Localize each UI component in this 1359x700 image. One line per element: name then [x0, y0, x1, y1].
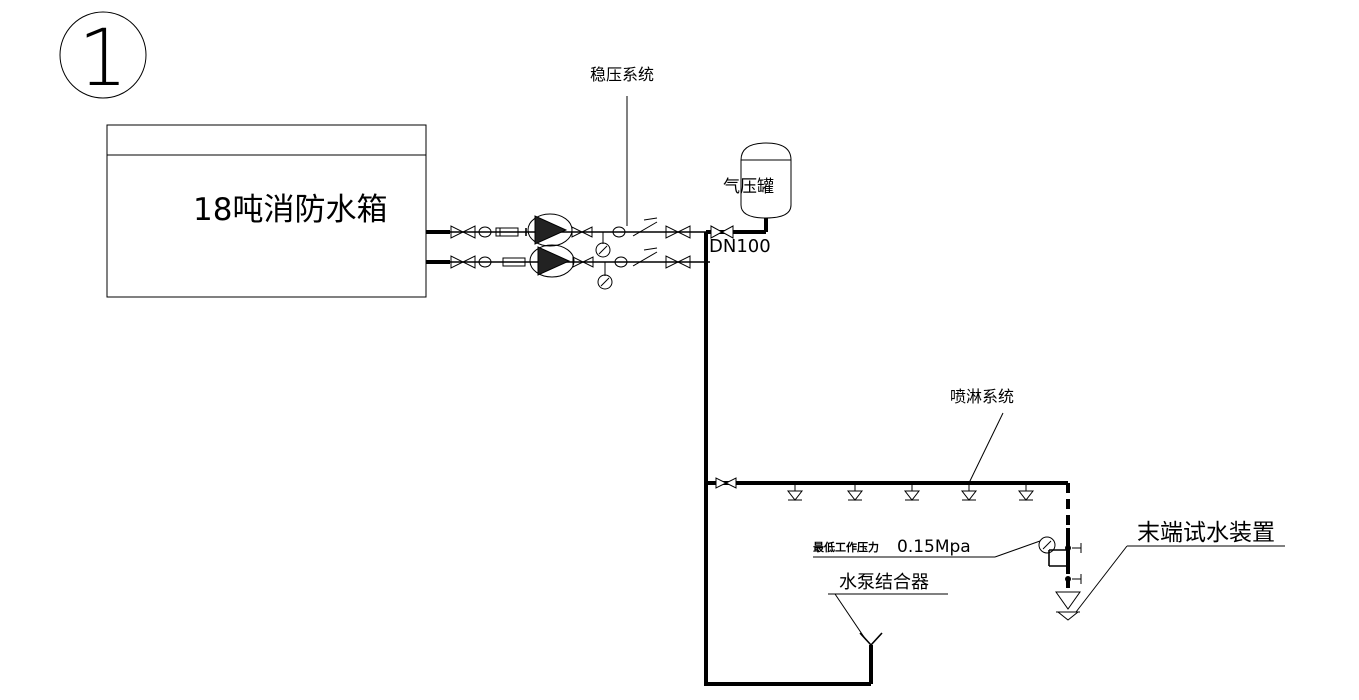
- sprinkler-head-3: [903, 483, 921, 501]
- number-badge-text: 1: [78, 14, 128, 104]
- line2-gate-valve-3: [665, 255, 691, 269]
- line1-gate-valve-1: [450, 225, 476, 239]
- line2-gate-valve-2: [572, 256, 594, 268]
- gauge-end: [1038, 536, 1056, 554]
- pressure-tank-label: 气压罐: [723, 177, 774, 197]
- sprinkler-head-2: [846, 483, 864, 501]
- sprinkler-head-5: [1017, 483, 1035, 501]
- tank-label: 18吨消防水箱: [193, 192, 387, 228]
- sprinkler-leader: [968, 412, 1004, 484]
- pump-adapter-piping: [706, 632, 883, 686]
- water-tank: 18吨消防水箱: [106, 124, 427, 298]
- pipe-size-label: DN100: [709, 236, 771, 257]
- pressure-gauge-1: [595, 232, 611, 258]
- sprinkler-head-1: [786, 483, 804, 501]
- pump-lines: [426, 230, 710, 264]
- main-riser: [704, 218, 768, 686]
- min-pressure-label: 最低工作压力: [813, 540, 879, 554]
- pressure-gauge-2: [597, 262, 613, 290]
- pressure-tank: [740, 142, 792, 219]
- min-pressure-leader: [994, 540, 1041, 558]
- pump-1: [525, 213, 573, 247]
- min-pressure-value: 0.15Mpa: [897, 537, 971, 557]
- test-device-leader: [1075, 545, 1128, 613]
- pump-adapter-leader: [834, 593, 867, 641]
- end-test-assembly: [1048, 483, 1082, 621]
- sprinkler-label: 喷淋系统: [950, 387, 1014, 406]
- stabilizer-label: 稳压系统: [590, 65, 654, 84]
- line1-flex-joint: [495, 227, 519, 237]
- line1-check-symbol: [478, 226, 492, 238]
- line1-gate-valve-3: [665, 225, 691, 239]
- number-badge: 1: [59, 11, 147, 104]
- test-device-label: 末端试水装置: [1137, 520, 1275, 546]
- line1-check-valve: [612, 217, 658, 238]
- line2-gate-valve-1: [450, 255, 476, 269]
- line2-check-valve: [614, 247, 658, 268]
- sprinkler-branch: [706, 477, 1068, 489]
- line2-flex-joint: [502, 257, 526, 267]
- sprinkler-head-4: [960, 483, 978, 501]
- pump-adapter-label: 水泵结合器: [839, 572, 929, 593]
- line2-check-symbol: [478, 256, 492, 268]
- pump-2: [529, 244, 575, 278]
- line1-gate-valve-2: [571, 226, 593, 238]
